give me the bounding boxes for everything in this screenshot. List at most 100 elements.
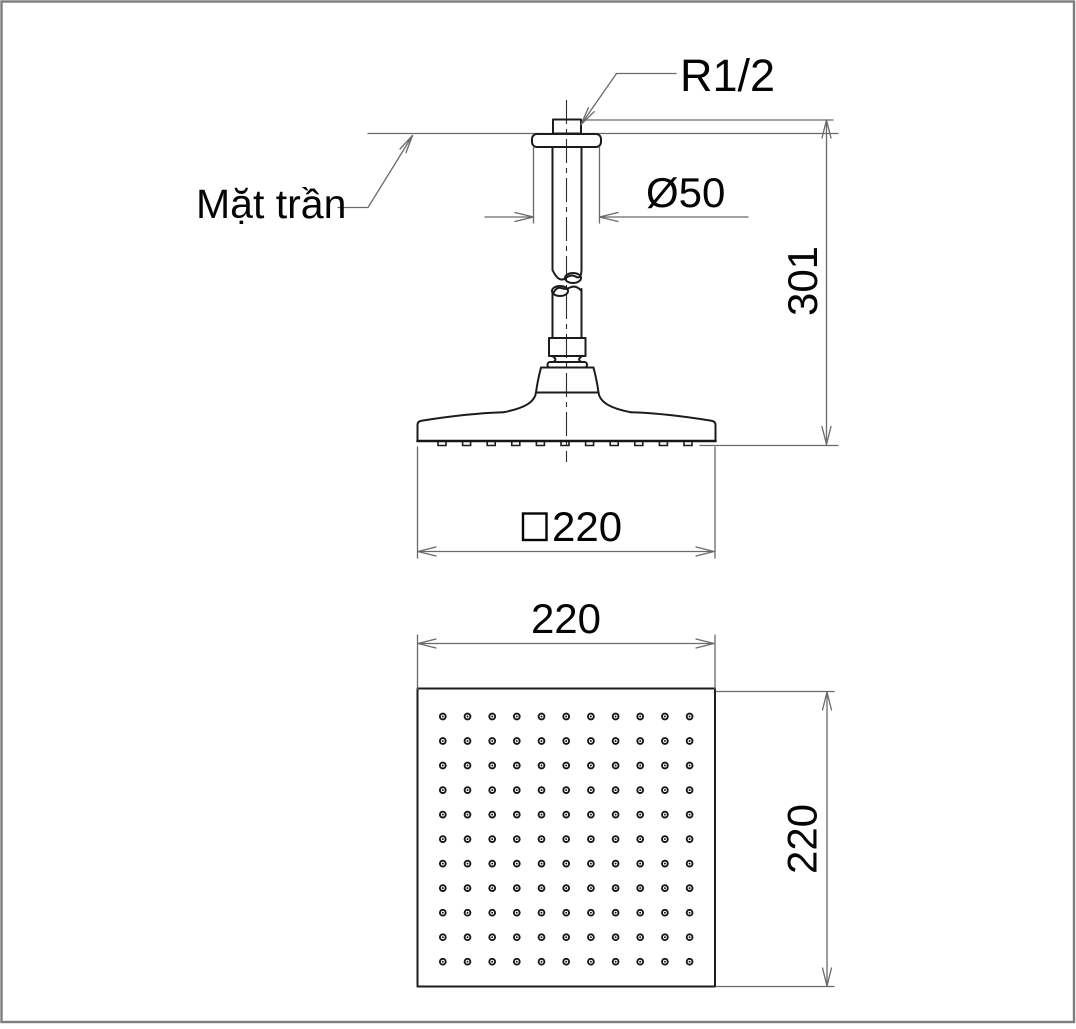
connector-neck	[552, 355, 583, 363]
arrowhead	[821, 967, 833, 987]
nozzle-hole-center	[515, 813, 518, 816]
nozzle-hole-center	[466, 715, 469, 718]
flared-skirt	[503, 391, 632, 414]
nozzle-hole-center	[466, 911, 469, 914]
dimension-head-width-top: 220	[416, 595, 716, 690]
nozzle-hole-center	[491, 838, 494, 841]
nozzle-hole-center	[639, 862, 642, 865]
nozzle-hole-center	[565, 960, 568, 963]
callout-thread: R1/2	[580, 50, 775, 126]
nozzle-hole-center	[491, 740, 494, 742]
arrowhead	[417, 638, 437, 649]
nozzle-tick	[461, 441, 472, 447]
nozzle-hole-center	[491, 764, 494, 767]
nozzle-tick	[683, 441, 693, 447]
nozzle-hole-center	[540, 813, 543, 816]
nozzle-hole-center	[515, 715, 518, 718]
nozzle-tick	[486, 441, 496, 447]
nozzle-hole-center	[515, 862, 518, 865]
arrowhead	[695, 638, 715, 649]
nozzle-hole-center	[441, 789, 444, 792]
nozzle-hole-center	[565, 838, 568, 841]
nozzle-hole-center	[540, 789, 543, 792]
nozzle-hole-center	[515, 960, 518, 963]
nozzle-hole-center	[466, 862, 469, 865]
nozzle-tick	[560, 441, 570, 447]
head-width-top-value: 220	[531, 595, 601, 642]
nozzle-hole-center	[639, 936, 642, 939]
nozzle-hole-center	[515, 789, 518, 792]
nozzle-hole-center	[589, 960, 592, 963]
nozzle-hole-center	[466, 936, 469, 939]
nozzle-hole-center	[663, 838, 666, 841]
nozzle-hole-center	[491, 936, 494, 939]
nozzle-hole-center	[540, 960, 543, 963]
nozzle-hole-center	[491, 715, 494, 718]
nozzle-hole-center	[441, 911, 444, 914]
nozzle-hole-center	[589, 740, 592, 742]
nozzle-hole-center	[663, 887, 666, 890]
nozzle-hole-center	[614, 838, 617, 841]
arrowhead	[417, 546, 437, 557]
pipe-diameter-value: Ø50	[646, 169, 725, 216]
nozzle-hole-center	[491, 911, 494, 914]
nozzle-hole-center	[565, 715, 568, 718]
nozzle-hole-center	[441, 715, 444, 718]
nozzle-hole-center	[540, 715, 543, 718]
nozzle-hole-center	[639, 740, 642, 742]
arrowhead	[821, 119, 832, 139]
callout-ceiling: Mặt trần	[196, 134, 414, 227]
nozzle-hole-center	[639, 764, 642, 767]
nozzle-hole-center	[540, 911, 543, 914]
nozzle-hole-center	[639, 789, 642, 792]
nozzle-hole-center	[663, 911, 666, 914]
nozzle-hole-center	[688, 960, 691, 963]
nozzle-hole-center	[515, 764, 518, 767]
nozzle-hole-center	[688, 936, 691, 939]
arrowhead	[399, 134, 414, 154]
nozzle-hole-center	[663, 960, 666, 963]
nozzle-hole-center	[466, 838, 469, 841]
cone-base	[535, 366, 600, 394]
nozzle-hole-center	[515, 740, 518, 742]
nozzle-hole-center	[441, 813, 444, 816]
pipe-break-upper-loop	[564, 272, 582, 284]
nozzle-hole-center	[589, 887, 592, 890]
nozzle-hole-center	[466, 789, 469, 792]
nozzle-hole-center	[639, 838, 642, 841]
nozzle-tick	[609, 441, 619, 447]
nozzle-hole-center	[565, 887, 568, 890]
nozzle-hole-center	[441, 887, 444, 890]
arrowhead	[580, 107, 595, 126]
nozzle-hole-center	[614, 911, 617, 914]
nozzle-hole-center	[663, 862, 666, 865]
nozzle-hole-center	[466, 813, 469, 816]
nozzle-hole-center	[491, 789, 494, 792]
pipe-break-lower-loop	[551, 285, 569, 297]
nozzle-hole-center	[614, 960, 617, 963]
nozzle-hole-center	[515, 838, 518, 841]
nozzle-tick	[634, 441, 644, 447]
ceiling-leader-line	[337, 134, 414, 209]
nozzle-hole-center	[639, 813, 642, 816]
nozzle-tick	[437, 441, 447, 447]
nozzle-hole-center	[515, 887, 518, 890]
nozzle-hole-center	[589, 911, 592, 914]
dimension-head-depth-side: 220	[715, 690, 835, 988]
nozzle-hole-center	[688, 789, 691, 792]
nozzle-hole-center	[614, 862, 617, 865]
nozzle-hole-center	[688, 715, 691, 718]
nozzle-hole-center	[466, 740, 469, 742]
nozzle-hole-center	[441, 838, 444, 841]
nozzle-hole-center	[639, 960, 642, 963]
arrowhead	[821, 425, 832, 446]
nozzle-hole-center	[491, 960, 494, 963]
arrowhead	[695, 546, 715, 557]
nozzle-hole-center	[614, 740, 617, 742]
nozzle-hole-center	[540, 936, 543, 939]
arrowhead	[598, 211, 619, 223]
nozzle-hole-center	[614, 887, 617, 890]
arrowhead	[821, 691, 833, 711]
bottom-view	[416, 687, 716, 988]
